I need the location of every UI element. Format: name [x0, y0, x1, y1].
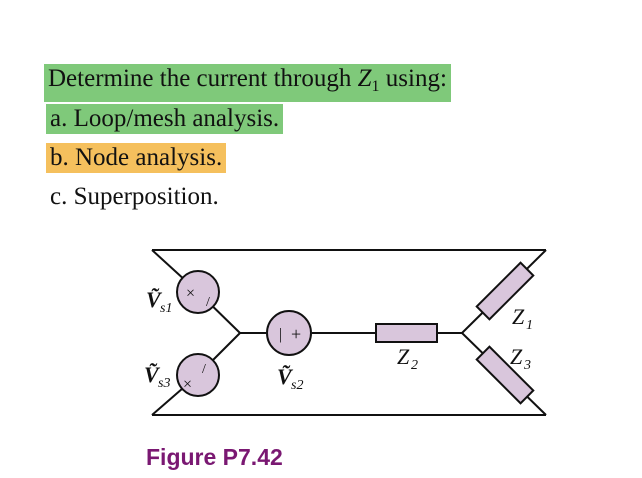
- prompt-sub: 1: [371, 78, 380, 95]
- item-c: c. Superposition.: [50, 183, 219, 210]
- label-z1: Z 1: [512, 304, 533, 333]
- label-vs2: Ṽ s2: [277, 364, 303, 393]
- svg-text:s1: s1: [160, 301, 172, 316]
- svg-text:2: 2: [411, 358, 418, 373]
- label-vs1: Ṽ s1: [146, 287, 172, 316]
- vs3-x-mark: ×: [183, 376, 192, 393]
- item-a: a. Loop/mesh analysis.: [46, 104, 284, 134]
- vs1-x-mark: ×: [186, 285, 195, 302]
- label-vs3: Ṽ s3: [144, 362, 170, 391]
- svg-text:Ṽ: Ṽ: [277, 364, 294, 389]
- problem-prompt: Determine the current through Z1 using:: [44, 64, 451, 102]
- prompt-pre: Determine the current through: [48, 65, 358, 92]
- vs1-slash-mark: /: [206, 295, 210, 310]
- svg-text:Ṽ: Ṽ: [144, 362, 161, 387]
- impedance-z3: [475, 345, 535, 405]
- label-z2: Z 2: [397, 344, 418, 373]
- svg-text:1: 1: [526, 318, 533, 333]
- svg-text:Z: Z: [512, 304, 525, 329]
- svg-text:Z: Z: [510, 344, 523, 369]
- vs3-slash-mark: /: [202, 362, 206, 377]
- impedance-z2: [375, 323, 438, 343]
- label-z3: Z 3: [510, 344, 531, 373]
- source-vs3: / ×: [176, 353, 220, 397]
- source-vs1: × /: [176, 270, 220, 314]
- figure-caption: Figure P7.42: [146, 444, 283, 470]
- item-b: b. Node analysis.: [46, 143, 227, 173]
- svg-text:s2: s2: [291, 378, 303, 393]
- vs2-minus-mark: |: [279, 326, 282, 343]
- svg-text:3: 3: [523, 358, 531, 373]
- prompt-post: using:: [379, 65, 447, 92]
- svg-text:Z: Z: [397, 344, 410, 369]
- prompt-var: Z: [357, 65, 372, 92]
- svg-text:Ṽ: Ṽ: [146, 287, 163, 312]
- svg-text:s3: s3: [158, 376, 170, 391]
- impedance-z1: [475, 261, 535, 321]
- source-vs2: | +: [266, 310, 312, 356]
- vs2-plus-mark: +: [291, 324, 301, 344]
